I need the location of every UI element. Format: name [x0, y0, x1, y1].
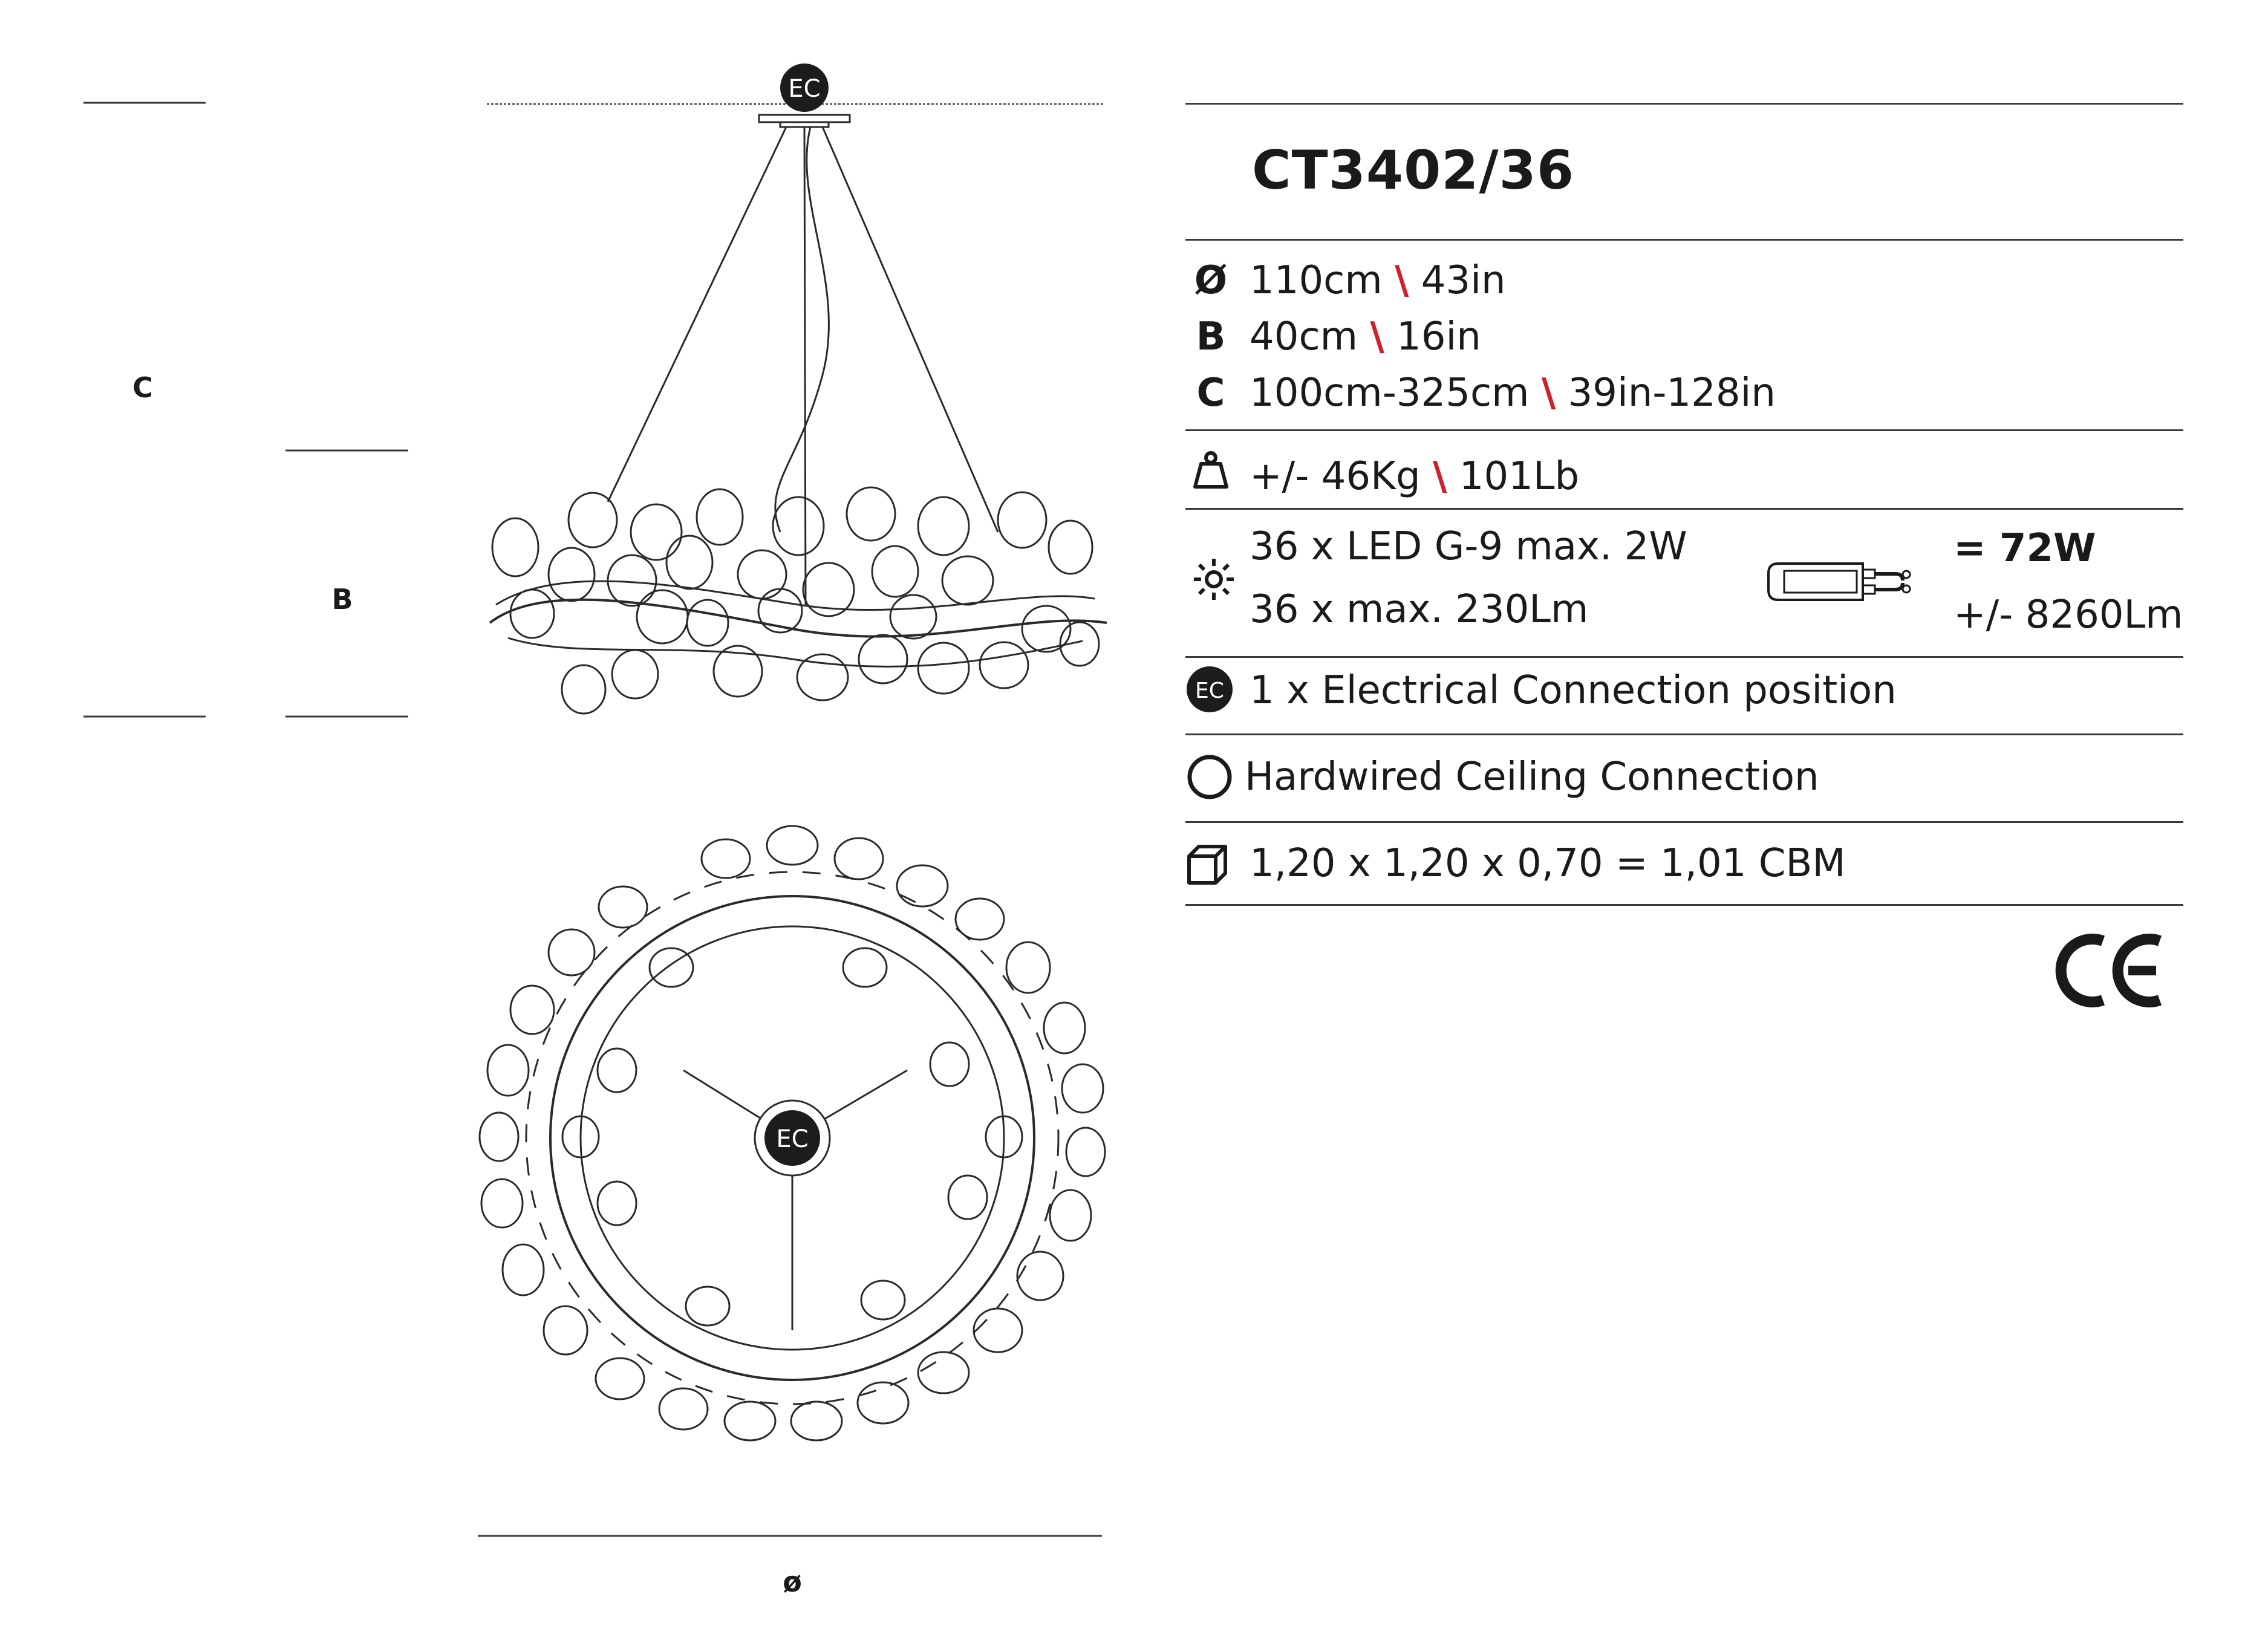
hardwired-text: Hardwired Ceiling Connection — [1245, 755, 1819, 799]
separator: \ — [1541, 371, 1556, 415]
rule-top — [1185, 103, 2183, 105]
lighting-line-1: 36 x LED G-9 max. 2W — [1250, 524, 1687, 569]
dimension-label-b: B — [331, 583, 353, 616]
dimension-metric: 110cm — [1250, 258, 1383, 303]
lighting-total-lumen: +/- 8260Lm — [1954, 593, 2183, 637]
side-elevation — [489, 114, 1107, 715]
ec-badge-icon: EC — [1185, 665, 1234, 716]
ce-mark-icon — [2053, 931, 2168, 1012]
g9-bulb-icon — [1766, 556, 1911, 610]
dimension-key: B — [1196, 314, 1226, 359]
dimension-lines — [83, 102, 1102, 1537]
dimension-row-diameter: Ø 110cm \ 43in — [1185, 261, 1506, 300]
dimension-imperial: 39in-128in — [1568, 371, 1776, 415]
svg-text:EC: EC — [1195, 678, 1224, 703]
svg-text:EC: EC — [776, 1125, 808, 1153]
dimension-imperial: 43in — [1421, 258, 1506, 303]
box-icon — [1185, 842, 1230, 889]
rule-after-ec — [1185, 733, 2183, 735]
weight-metric: +/- 46Kg — [1250, 454, 1421, 499]
separator: \ — [1370, 314, 1384, 359]
lamp-buds — [491, 486, 1100, 715]
rule-bottom — [1185, 904, 2183, 906]
dimension-row-b: B 40cm \ 16in — [1185, 317, 1481, 356]
plan-view — [478, 825, 1106, 1442]
dimension-label-c: C — [132, 371, 153, 404]
dimension-metric: 40cm — [1250, 314, 1358, 359]
dimension-key: Ø — [1194, 258, 1228, 303]
weight-imperial: 101Lb — [1459, 454, 1580, 499]
plan-lamp-buds — [478, 825, 1106, 1442]
product-code: CT3402/36 — [1252, 139, 1575, 201]
separator: \ — [1433, 454, 1447, 499]
dimension-imperial: 16in — [1396, 314, 1481, 359]
rule-after-lighting — [1185, 656, 2183, 658]
circle-outline-icon — [1185, 753, 1234, 804]
rule-after-hardwired — [1185, 821, 2183, 823]
rule-after-dimensions — [1185, 429, 2183, 431]
lighting-total-power: = 72W — [1954, 526, 2096, 571]
rule-after-title — [1185, 239, 2183, 241]
weight-row: +/- 46Kg \ 101Lb — [1185, 450, 1579, 496]
dimension-key: C — [1196, 371, 1225, 415]
svg-text:EC: EC — [788, 75, 820, 103]
light-sun-icon — [1193, 556, 1235, 605]
separator: \ — [1395, 258, 1409, 303]
packaging-text: 1,20 x 1,20 x 0,70 = 1,01 CBM — [1250, 841, 1846, 886]
rule-after-weight — [1185, 508, 2183, 510]
lighting-line-2: 36 x max. 230Lm — [1250, 587, 1589, 632]
ec-badge-plan: EC — [754, 1099, 831, 1177]
dimension-row-c: C 100cm-325cm \ 39in-128in — [1185, 374, 1776, 412]
dimension-label-diameter: ø — [783, 1566, 802, 1598]
dimension-metric: 100cm-325cm — [1250, 371, 1530, 415]
ec-badge-top: EC — [780, 63, 829, 112]
ec-text: 1 x Electrical Connection position — [1250, 668, 1897, 713]
weight-icon — [1185, 450, 1236, 496]
